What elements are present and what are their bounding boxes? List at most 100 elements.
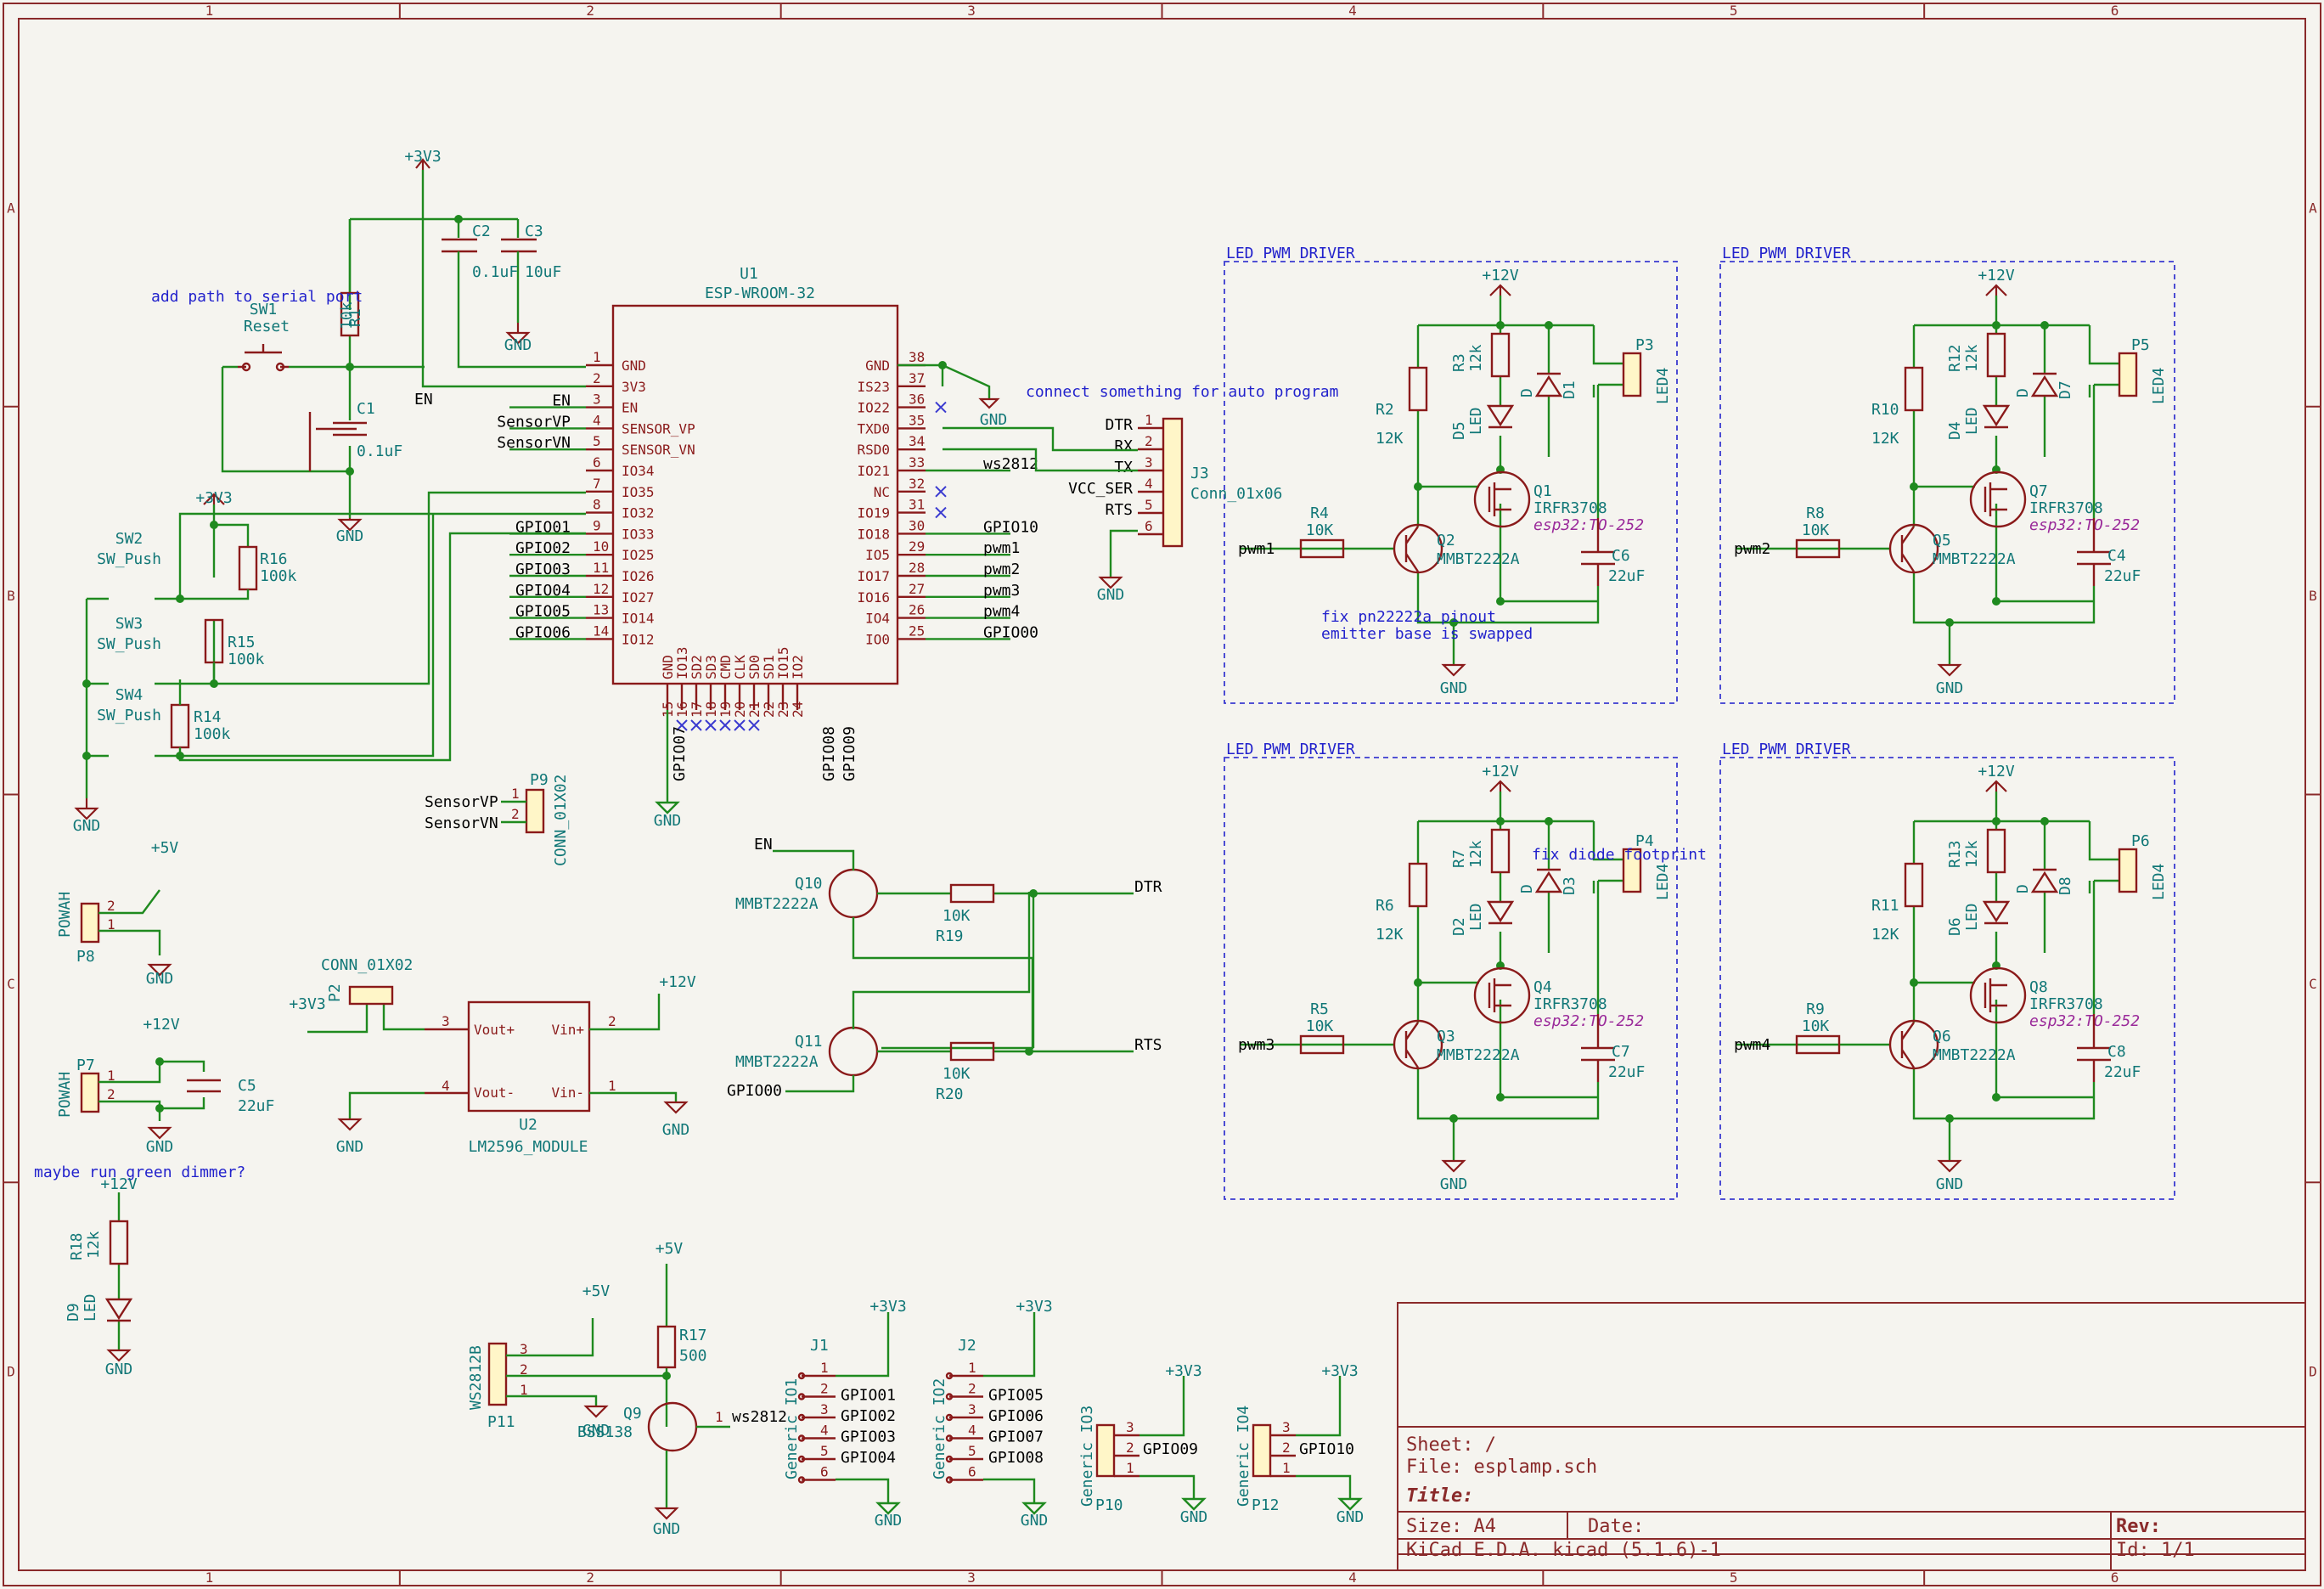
- driver-2-cap-ref: C4: [2107, 547, 2126, 565]
- p11-pin-2: 2: [520, 1361, 528, 1378]
- u2-num-4: 4: [442, 1078, 450, 1094]
- u1-pin-num-13: 13: [593, 602, 609, 618]
- driver-4-conn-value: LED4: [2150, 864, 2168, 900]
- driver-3-pwr-12v: +12V: [1482, 763, 1519, 780]
- driver-led-resistor: [1490, 828, 1511, 874]
- u2-pin-vin-plus: Vin+: [551, 1022, 584, 1038]
- no-connect-marker: [935, 486, 947, 498]
- p10-pin-num-2: 2: [1126, 1440, 1134, 1456]
- sw1-value: Reset: [244, 318, 290, 335]
- u1-pin-num-8: 8: [593, 497, 601, 513]
- j2-pin-end: [945, 1476, 954, 1484]
- driver-flyback-diode: [1534, 868, 1563, 893]
- driver-3-rb-ref: R6: [1376, 897, 1394, 915]
- u1-pin-num-38: 38: [909, 349, 925, 365]
- driver-led-connector: [1622, 352, 1642, 397]
- driver-3-rled-ref: R7: [1450, 849, 1468, 868]
- pwr-5v-p11: +5V: [582, 1282, 611, 1300]
- u1-pin-name-10: IO25: [622, 547, 655, 563]
- u2-pin-vout-plus: Vout+: [474, 1022, 515, 1038]
- driver-1-qn-ref: Q2: [1437, 532, 1455, 549]
- d9-ref: D9: [65, 1303, 82, 1321]
- driver-3-cap-ref: C7: [1612, 1043, 1630, 1061]
- driver-3-led-value: LED: [1467, 903, 1485, 931]
- col-label-top-5: 5: [1730, 3, 1738, 19]
- driver-box-label-1: LED PWM DRIVER: [1226, 245, 1355, 262]
- c3-ref: C3: [525, 223, 543, 240]
- driver-4-cap-ref: C8: [2107, 1043, 2126, 1061]
- u1-left-net-12: GPIO04: [515, 582, 571, 600]
- junction: [1992, 1093, 2000, 1102]
- r17-ref: R17: [679, 1327, 707, 1344]
- driver-gate-resistor: [1904, 862, 1924, 908]
- no-connect-marker: [935, 506, 947, 519]
- j1-net-3: GPIO02: [841, 1407, 896, 1425]
- q9-ref: Q9: [623, 1405, 642, 1423]
- junction: [1910, 482, 1918, 491]
- u1-left-net-4: SensorVP: [497, 413, 571, 431]
- driver-2-rled-ref: R12: [1946, 344, 1964, 372]
- p8-ref: P8: [76, 948, 95, 966]
- j3-pin-num-2: 2: [1145, 433, 1153, 449]
- sw2-value: SW_Push: [97, 550, 161, 568]
- driver-4-led-ref: D6: [1946, 917, 1964, 936]
- u1-pin-num-36: 36: [909, 392, 925, 408]
- junction: [1496, 817, 1505, 825]
- col-label-bottom-5: 5: [1730, 1569, 1738, 1586]
- j1-pin-end: [797, 1413, 806, 1422]
- driver-mosfet: [1969, 966, 2027, 1024]
- junction: [2040, 321, 2049, 330]
- gnd-switches: GND: [73, 817, 101, 835]
- pwr-12v-p7: +12V: [143, 1016, 180, 1034]
- j1-pin-num-2: 2: [820, 1381, 829, 1397]
- driver-4-cap-value: 22uF: [2104, 1063, 2141, 1081]
- no-connect-marker: [719, 719, 731, 731]
- q11-net: GPIO00: [727, 1082, 782, 1100]
- driver-boxes: LED PWM DRIVER LED PWM DRIVER LED PWM DR…: [1224, 245, 2175, 1200]
- title-block: Sheet: / File: esplamp.sch Title: Size: …: [1397, 1302, 2306, 1571]
- u1-right-net-27: pwm3: [983, 582, 1020, 600]
- c2-ref: C2: [472, 223, 491, 240]
- j1-pin-num-4: 4: [820, 1423, 829, 1439]
- q10-net: EN: [754, 836, 773, 854]
- gnd-symbol: [1441, 1159, 1466, 1173]
- u1-pin-name-15: GND: [660, 655, 676, 679]
- driver-4-rin-ref: R9: [1806, 1000, 1825, 1018]
- driver-4-rin-value: 10K: [1802, 1017, 1830, 1035]
- p10-body: [1095, 1423, 1116, 1478]
- j2-net-3: GPIO06: [988, 1407, 1044, 1425]
- driver-3-conn-ref: P4: [1635, 832, 1654, 850]
- pwr-3v3-sw: +3V3: [195, 489, 232, 507]
- q11-value: MMBT2222A: [735, 1053, 819, 1071]
- u1-pin-name-20: CLK: [732, 655, 748, 679]
- p9-net-2: SensorVN: [425, 814, 498, 832]
- p12-value: Generic IO4: [1235, 1406, 1252, 1507]
- driver-3-rled-value: 12k: [1467, 840, 1485, 868]
- npn-symbol: [1900, 526, 1915, 572]
- driver-4-diode-ref: D8: [2057, 876, 2074, 895]
- u1-pin-name-23: IO15: [775, 646, 791, 679]
- driver-1-cap-value: 22uF: [1608, 567, 1645, 585]
- p10-pin-num-3: 3: [1126, 1419, 1134, 1435]
- u1-pin-num-14: 14: [593, 623, 609, 639]
- driver-2-qn-value: MMBT2222A: [1933, 550, 2016, 568]
- row-label-left-C: C: [7, 976, 15, 992]
- p11-ref: P11: [487, 1413, 515, 1431]
- u1-pin-name-30: IO18: [857, 526, 890, 542]
- driver-4-rled-ref: R13: [1946, 840, 1964, 868]
- driver-4-mos-value: IRFR3708: [2029, 995, 2103, 1013]
- r16-value: 100k: [260, 567, 297, 585]
- driver-led: [1486, 404, 1515, 429]
- driver-4-conn-ref: P6: [2131, 832, 2150, 850]
- tb-file: File: esplamp.sch: [1406, 1457, 1597, 1478]
- j3-pin-label-1: DTR: [1105, 416, 1133, 434]
- gnd-u1-right: GND: [980, 411, 1008, 429]
- gnd-q9: GND: [653, 1520, 681, 1538]
- junction: [1945, 618, 1954, 627]
- u1-pin-num-5: 5: [593, 433, 601, 449]
- col-label-top-1: 1: [205, 3, 214, 19]
- driver-2-rin-value: 10K: [1802, 521, 1830, 539]
- driver-led: [1982, 404, 2011, 429]
- col-label-top-3: 3: [967, 3, 976, 19]
